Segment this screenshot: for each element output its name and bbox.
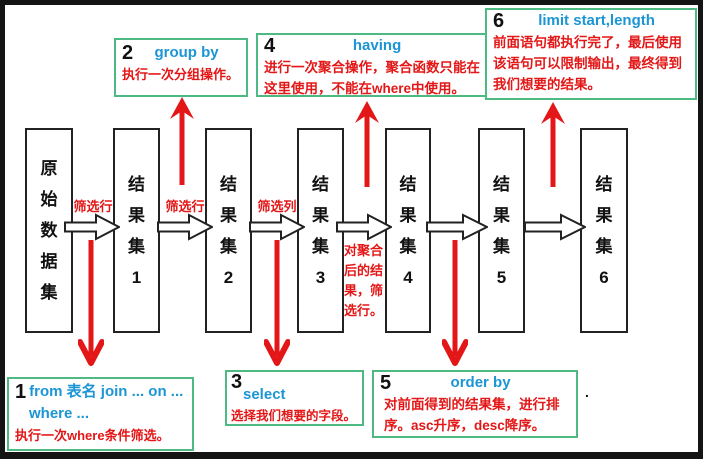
red-down-arrow-icon-5 [441,240,469,367]
flow-arrow-icon-4 [336,213,394,241]
filter-label-rows-2: 筛选行 [165,199,205,214]
pipeline-box-label: 结果集2 [220,174,237,287]
callout-number: 4 [264,35,276,57]
filter-label-columns: 筛选列 [257,199,297,214]
flow-arrow-icon-6 [524,213,588,241]
callout-number: 3 [231,371,243,393]
pipeline-box-resultset-5: 结果集5 [478,128,525,333]
pipeline-box-label: 结果集6 [595,174,613,287]
callout-title: order by [450,374,511,391]
pipeline-box-label: 原始数据集 [40,159,58,302]
pipeline-box-label: 结果集3 [312,174,329,287]
pipeline-box-resultset-1: 结果集1 [113,128,160,333]
callout-description-line1: 对前面得到的结果集，进行排 [384,397,560,412]
filter-label-rows-1: 筛选行 [73,199,113,214]
callout-description: 执行一次分组操作。 [122,67,240,82]
callout-number: 6 [493,10,505,32]
callout-description-line2: 这里使用，不能在where中使用。 [264,81,466,96]
pipeline-box-label: 结果集5 [493,174,510,287]
callout-group-by: 2 group by 执行一次分组操作。 [114,38,248,97]
callout-number: 5 [380,372,392,394]
callout-number: 1 [15,381,27,403]
pipeline-box-original-dataset: 原始数据集 [25,128,73,333]
callout-order-by: 5 order by 对前面得到的结果集，进行排 序。asc升序，desc降序。 [372,370,578,438]
callout-title: group by [154,44,219,61]
callout-description-line1: 前面语句都执行完了，最后使用 [493,35,682,50]
callout-number: 2 [122,42,134,64]
red-up-arrow-icon-2 [169,97,195,185]
callout-description-line3: 我们想要的结果。 [493,77,601,92]
pipeline-box-label: 结果集1 [128,174,145,287]
red-up-arrow-icon-6 [540,102,566,187]
callout-title: limit start,length [538,12,655,29]
flow-arrow-icon-2 [157,213,215,241]
callout-description-line1: 进行一次聚合操作，聚合函数只能在 [264,60,480,75]
callout-select: 3 select 选择我们想要的字段。 [225,370,364,426]
callout-description: 选择我们想要的字段。 [231,409,357,423]
flow-arrow-icon-1 [64,213,122,241]
stray-period-mark: . [585,384,589,400]
callout-description: 执行一次where条件筛选。 [15,428,170,443]
callout-title-where: where ... [29,405,90,422]
callout-title: select [243,386,286,403]
red-up-arrow-icon-4 [354,101,380,187]
red-down-arrow-icon-1 [77,240,105,367]
pipeline-box-resultset-6: 结果集6 [580,128,628,333]
callout-description-line2: 该语句可以限制输出，最终得到 [493,56,682,71]
callout-title-from-join: from 表名 join ... on ... [29,383,184,400]
aggregate-filter-note: 对聚合后的结果，筛选行。 [344,243,384,318]
callout-description-line2: 序。asc升序，desc降序。 [384,418,546,433]
callout-having: 4 having 进行一次聚合操作，聚合函数只能在 这里使用，不能在where中… [256,33,487,97]
flow-arrow-icon-3 [249,213,307,241]
callout-title: having [352,37,402,54]
callout-limit: 6 limit start,length 前面语句都执行完了，最后使用 该语句可… [485,8,697,100]
callout-from-where: 1 from 表名 join ... on ... where ... 执行一次… [7,377,194,451]
pipeline-box-label: 结果集4 [399,174,417,287]
red-down-arrow-icon-3 [263,240,291,367]
flow-arrow-icon-5 [426,213,490,241]
